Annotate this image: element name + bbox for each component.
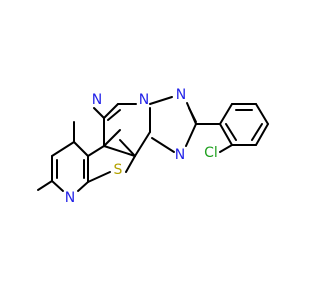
bond-layer: [37, 96, 269, 192]
molecule-structure-diagram: N N N N S N Cl: [37, 87, 269, 206]
bond-17: [93, 107, 105, 119]
bond-0: [51, 141, 75, 157]
bond-10: [87, 145, 105, 157]
atom-label-n-triazole-lower: N: [175, 147, 185, 163]
atom-label-sulfur: S: [114, 162, 123, 178]
bond-9: [37, 180, 53, 191]
bond-34: [219, 123, 233, 146]
bond-31: [255, 103, 269, 125]
bond-32: [255, 123, 269, 146]
bond-2: [51, 180, 64, 192]
bond-13: [125, 155, 136, 173]
bond-11: [103, 129, 121, 147]
atom-label-n-triazole-top: N: [176, 87, 186, 103]
bond-21: [134, 131, 151, 157]
atom-label-layer: N N N N S N Cl: [65, 87, 218, 206]
bond-37: [225, 123, 237, 141]
bond-36: [251, 123, 263, 141]
bond-26: [151, 137, 175, 153]
bond-38: [219, 144, 233, 153]
bond-22: [107, 109, 121, 121]
bond-29: [219, 103, 233, 125]
bond-3: [77, 181, 89, 192]
bond-12: [87, 171, 111, 183]
bond-27: [188, 107, 197, 123]
bond-14: [119, 139, 136, 157]
atom-label-n-pyrimidine: N: [92, 92, 102, 108]
bond-23: [149, 96, 173, 105]
bond-5: [73, 141, 89, 157]
bond-25: [185, 123, 197, 147]
atom-label-n-triazole-bridge: N: [139, 92, 149, 108]
bond-15: [103, 145, 136, 157]
bond-18: [103, 103, 119, 119]
atom-label-n-pyridine: N: [65, 190, 75, 206]
atom-label-chlorine: Cl: [204, 145, 218, 161]
